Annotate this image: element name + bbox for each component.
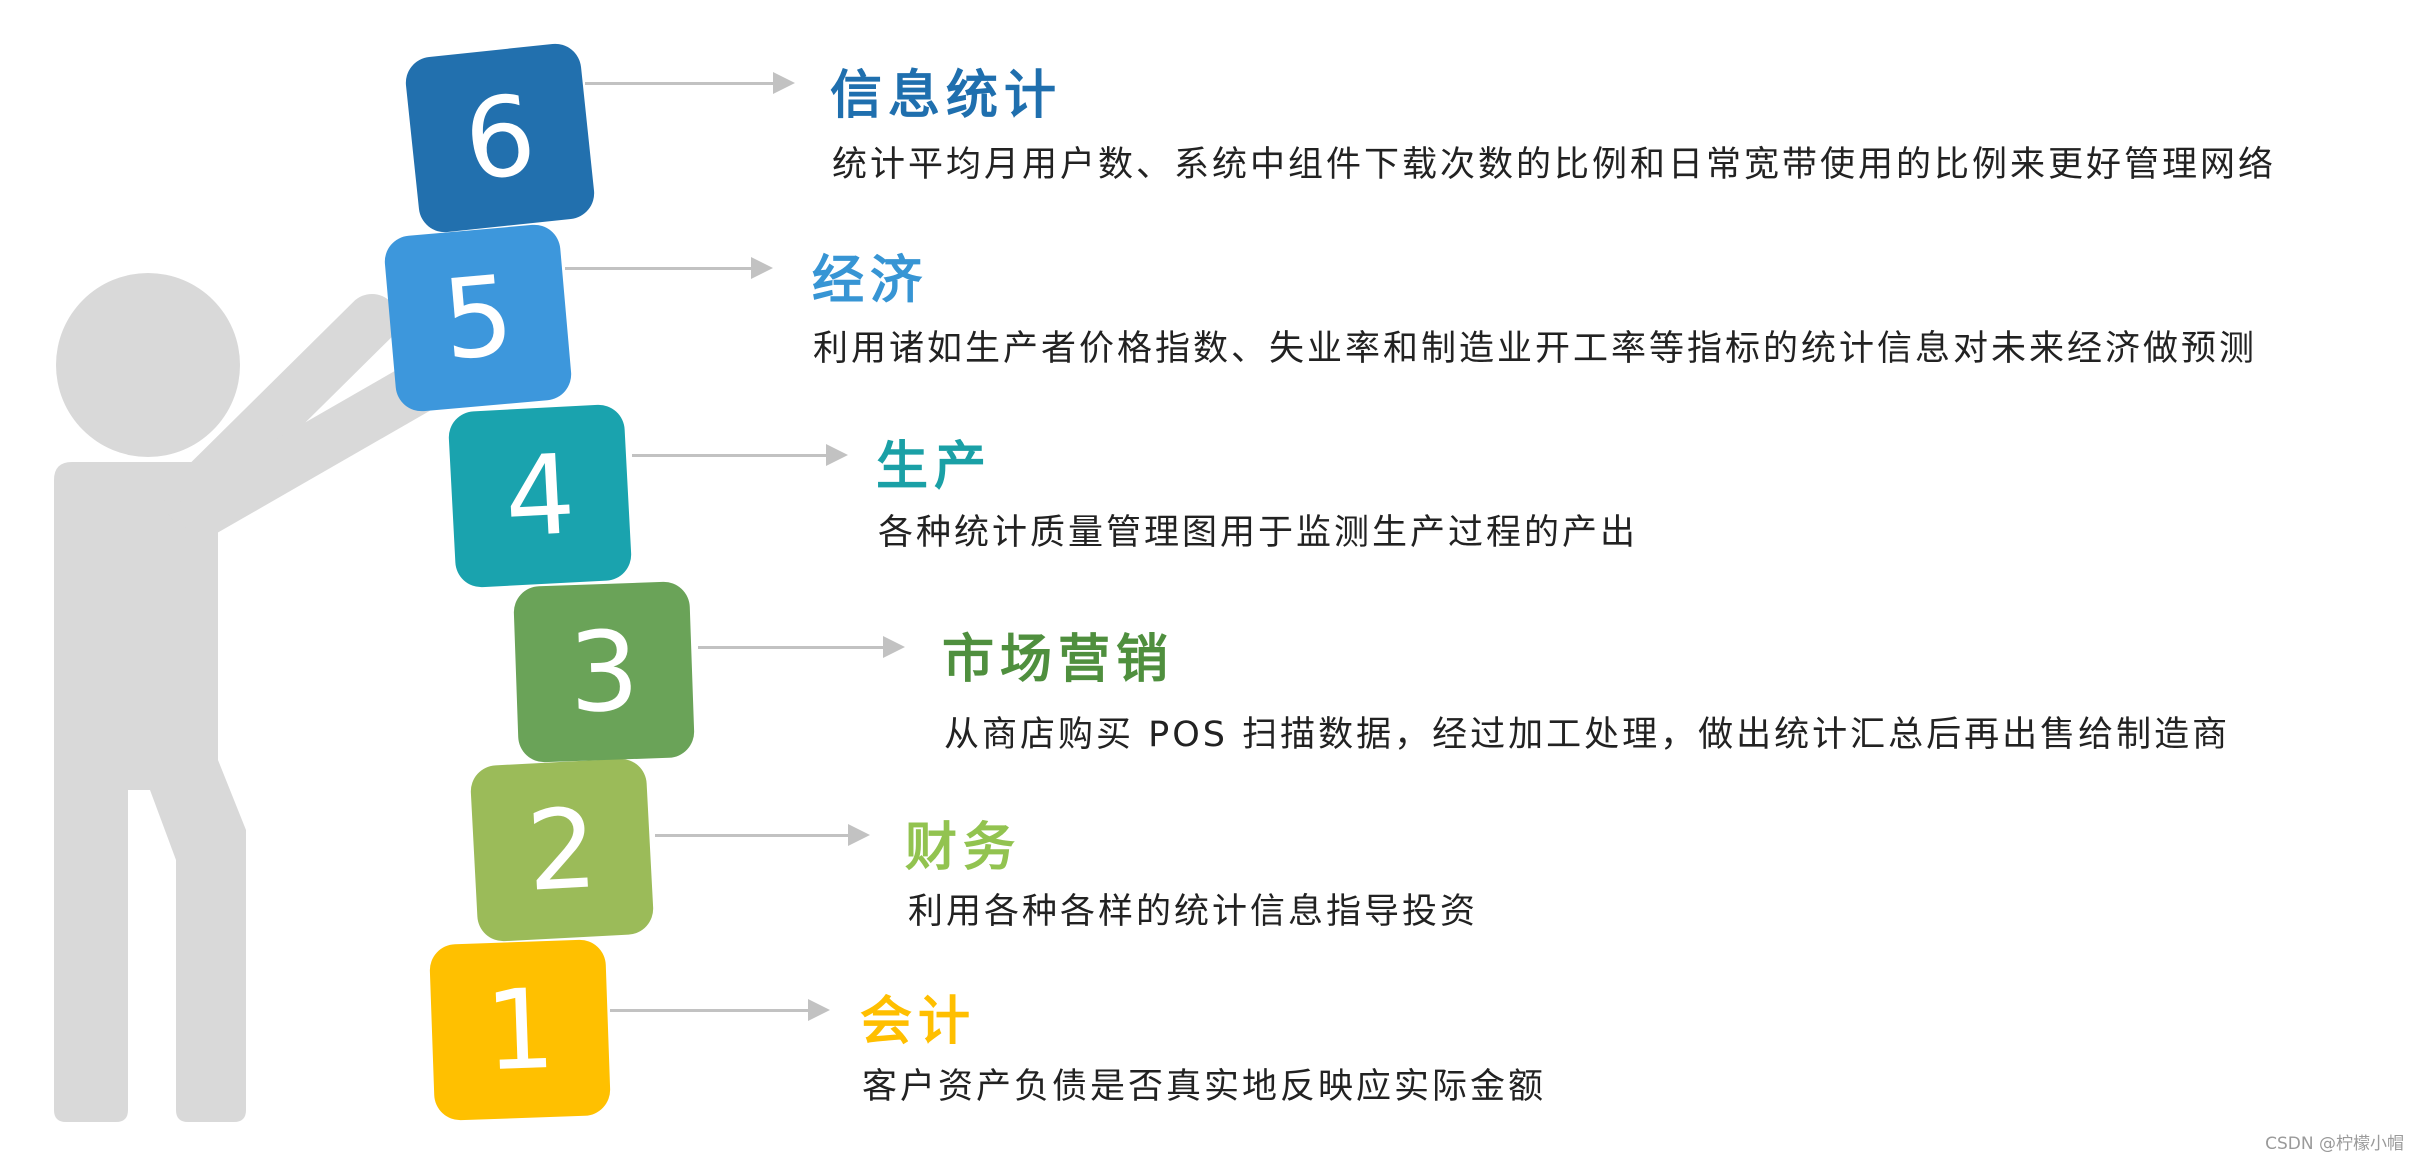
level-title-4: 生产	[876, 437, 993, 497]
level-title-3: 市场营销	[942, 630, 1175, 690]
level-block-5: 5	[382, 222, 574, 414]
level-arrow-5	[565, 257, 773, 279]
level-desc-6: 统计平均月用户数、系统中组件下载次数的比例和日常宽带使用的比例来更好管理网络	[832, 145, 2277, 185]
level-block-2: 2	[469, 757, 655, 943]
level-arrow-2	[655, 824, 870, 846]
figure-upper-arm	[164, 294, 398, 526]
level-desc-3: 从商店购买 POS 扫描数据，经过加工处理，做出统计汇总后再出售给制造商	[944, 715, 2231, 755]
level-block-3: 3	[512, 580, 696, 764]
level-desc-5: 利用诸如生产者价格指数、失业率和制造业开工率等指标的统计信息对未来经济做预测	[813, 329, 2258, 369]
level-block-1: 1	[428, 938, 612, 1122]
level-desc-4: 各种统计质量管理图用于监测生产过程的产出	[878, 513, 1639, 553]
level-title-6: 信息统计	[830, 66, 1063, 126]
level-arrow-4	[632, 444, 848, 466]
level-title-1: 会计	[860, 992, 977, 1052]
level-title-5: 经济	[812, 251, 929, 311]
level-arrow-6	[585, 72, 795, 94]
figure-head	[56, 273, 240, 457]
level-arrow-1	[610, 999, 830, 1021]
figure-body	[54, 462, 246, 1122]
level-block-6: 6	[403, 41, 597, 235]
level-desc-2: 利用各种各样的统计信息指导投资	[908, 892, 1479, 932]
watermark-text: CSDN @柠檬小帽	[2265, 1134, 2404, 1154]
stick-figure-illustration	[54, 273, 466, 1122]
level-block-4: 4	[447, 403, 633, 589]
level-arrow-3	[698, 636, 905, 658]
level-title-2: 财务	[905, 818, 1022, 878]
level-desc-1: 客户资产负债是否真实地反映应实际金额	[862, 1067, 1547, 1107]
